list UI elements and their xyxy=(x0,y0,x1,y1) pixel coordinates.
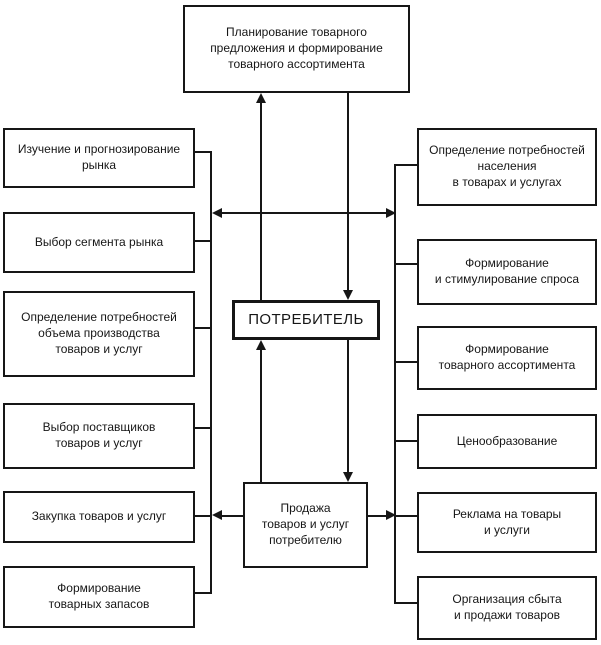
stub-left-3 xyxy=(190,327,212,329)
node-production-volume: Определение потребностей объема производ… xyxy=(3,291,195,377)
node-market-segment: Выбор сегмента рынка xyxy=(3,212,195,273)
line-consumer-to-sale xyxy=(347,340,349,472)
stub-right-6 xyxy=(394,602,418,604)
arrowhead-consumer-to-planning xyxy=(256,93,266,103)
node-demand-stimulation: Формирование и стимулирование спроса xyxy=(417,239,597,305)
arrowhead-planning-to-consumer xyxy=(343,290,353,300)
stub-left-5 xyxy=(190,515,212,517)
node-advertising-label: Реклама на товары и услуги xyxy=(452,506,562,537)
node-planning-label: Планирование товарного предложения и фор… xyxy=(210,25,383,71)
node-population-needs: Определение потребностей населения в тов… xyxy=(417,128,597,206)
node-supplier-choice-label: Выбор поставщиков товаров и услуг xyxy=(42,420,156,450)
stub-left-2 xyxy=(190,240,212,242)
node-assortment-formation-label: Формирование товарного ассортимента xyxy=(438,342,576,372)
node-consumer: ПОТРЕБИТЕЛЬ xyxy=(232,300,380,340)
node-pricing: Ценообразование xyxy=(417,414,597,469)
arrowhead-consumer-to-sale xyxy=(343,472,353,482)
stub-left-6 xyxy=(190,592,212,594)
arrowhead-sale-to-right-column xyxy=(386,510,396,520)
line-columns-double-arrow xyxy=(222,212,386,214)
stub-right-1 xyxy=(394,164,418,166)
right-column-bus-line xyxy=(394,164,396,604)
node-supplier-choice: Выбор поставщиков товаров и услуг xyxy=(3,403,195,469)
node-planning: Планирование товарного предложения и фор… xyxy=(183,5,410,93)
stub-right-2 xyxy=(394,263,418,265)
node-stock-formation: Формирование товарных запасов xyxy=(3,566,195,628)
node-population-needs-label: Определение потребностей населения в тов… xyxy=(429,143,585,189)
stub-right-4 xyxy=(394,440,418,442)
line-planning-to-consumer xyxy=(347,93,349,290)
node-sale: Продажа товаров и услуг потребителю xyxy=(243,482,368,568)
stub-right-5 xyxy=(394,515,418,517)
node-purchasing: Закупка товаров и услуг xyxy=(3,491,195,543)
node-market-research-label: Изучение и прогнозирование рынка xyxy=(17,142,181,172)
node-market-research: Изучение и прогнозирование рынка xyxy=(3,128,195,188)
arrowhead-to-right-column xyxy=(386,208,396,218)
arrowhead-sale-to-left-column xyxy=(212,510,222,520)
node-pricing-label: Ценообразование xyxy=(456,433,558,448)
stub-left-1 xyxy=(190,151,212,153)
node-sales-organization: Организация сбыта и продажи товаров xyxy=(417,576,597,640)
node-demand-stimulation-label: Формирование и стимулирование спроса xyxy=(434,256,580,286)
stub-left-4 xyxy=(190,427,212,429)
node-market-segment-label: Выбор сегмента рынка xyxy=(34,234,164,249)
stub-right-3 xyxy=(394,361,418,363)
line-consumer-to-planning xyxy=(260,102,262,300)
arrowhead-sale-to-consumer xyxy=(256,340,266,350)
node-sale-label: Продажа товаров и услуг потребителю xyxy=(261,501,350,547)
line-sale-to-consumer xyxy=(260,350,262,482)
node-sales-organization-label: Организация сбыта и продажи товаров xyxy=(452,592,562,622)
node-stock-formation-label: Формирование товарных запасов xyxy=(48,581,150,611)
node-purchasing-label: Закупка товаров и услуг xyxy=(31,509,167,524)
node-advertising: Реклама на товары и услуги xyxy=(417,492,597,553)
node-consumer-label: ПОТРЕБИТЕЛЬ xyxy=(248,311,364,329)
node-assortment-formation: Формирование товарного ассортимента xyxy=(417,326,597,390)
left-column-bus-line xyxy=(210,151,212,594)
line-sale-to-right-column xyxy=(368,515,386,517)
arrowhead-to-left-column xyxy=(212,208,222,218)
line-sale-to-left-column xyxy=(222,515,243,517)
node-production-volume-label: Определение потребностей объема производ… xyxy=(21,310,177,356)
